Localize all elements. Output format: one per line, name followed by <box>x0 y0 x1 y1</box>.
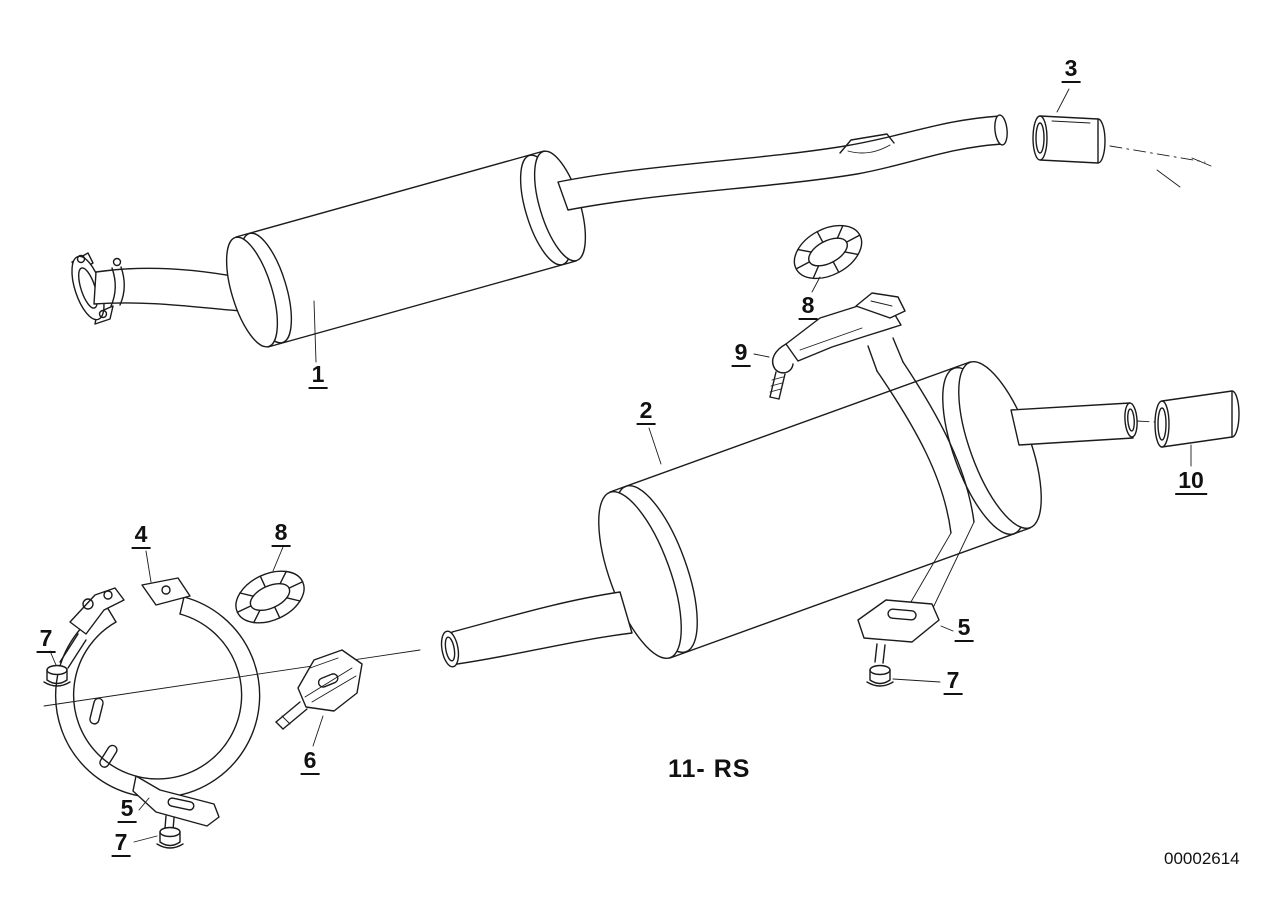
callout-part-4[interactable]: 4 <box>131 522 151 550</box>
front-inlet-pipe <box>93 257 243 312</box>
muffler-outlet-pipe <box>1010 402 1138 446</box>
callout-part-7-bottom[interactable]: 7 <box>111 830 131 858</box>
muffler-strap <box>867 337 975 611</box>
callout-part-1[interactable]: 1 <box>308 362 328 390</box>
mounting-bracket-4 <box>54 577 261 799</box>
sleeve-10 <box>1136 390 1240 448</box>
rear-muffler <box>598 360 1042 660</box>
sleeve-3 <box>1032 115 1106 164</box>
leader-lines <box>49 88 1192 843</box>
callout-part-10[interactable]: 10 <box>1175 468 1207 496</box>
callout-part-5-left[interactable]: 5 <box>117 796 137 824</box>
callout-part-6[interactable]: 6 <box>300 748 320 776</box>
rubber-mount-6 <box>275 649 363 730</box>
callout-part-8-top[interactable]: 8 <box>798 293 818 321</box>
bracket-9 <box>769 292 906 400</box>
callout-part-5-right[interactable]: 5 <box>954 615 974 643</box>
doc-number: 00002614 <box>1164 849 1240 868</box>
variant-label: 11- RS <box>668 755 751 783</box>
callout-part-9[interactable]: 9 <box>731 340 751 368</box>
rubber-ring-top <box>784 214 872 290</box>
callout-part-8-left[interactable]: 8 <box>271 520 291 548</box>
bracket-5-right <box>857 599 940 664</box>
bracket-5-left <box>132 775 220 831</box>
callout-part-3[interactable]: 3 <box>1061 56 1081 84</box>
reference-dashes <box>1109 145 1212 188</box>
front-silencer <box>225 150 587 348</box>
nut-7-right <box>866 664 894 687</box>
callout-part-2[interactable]: 2 <box>636 398 656 426</box>
front-outlet-pipe <box>557 114 1008 211</box>
callout-part-7-left[interactable]: 7 <box>36 626 56 654</box>
muffler-inlet-pipe <box>440 591 633 668</box>
nut-7-bottom <box>156 826 184 849</box>
alignment-line <box>43 649 421 707</box>
rubber-ring-left <box>226 560 314 634</box>
callout-part-7-right[interactable]: 7 <box>943 668 963 696</box>
